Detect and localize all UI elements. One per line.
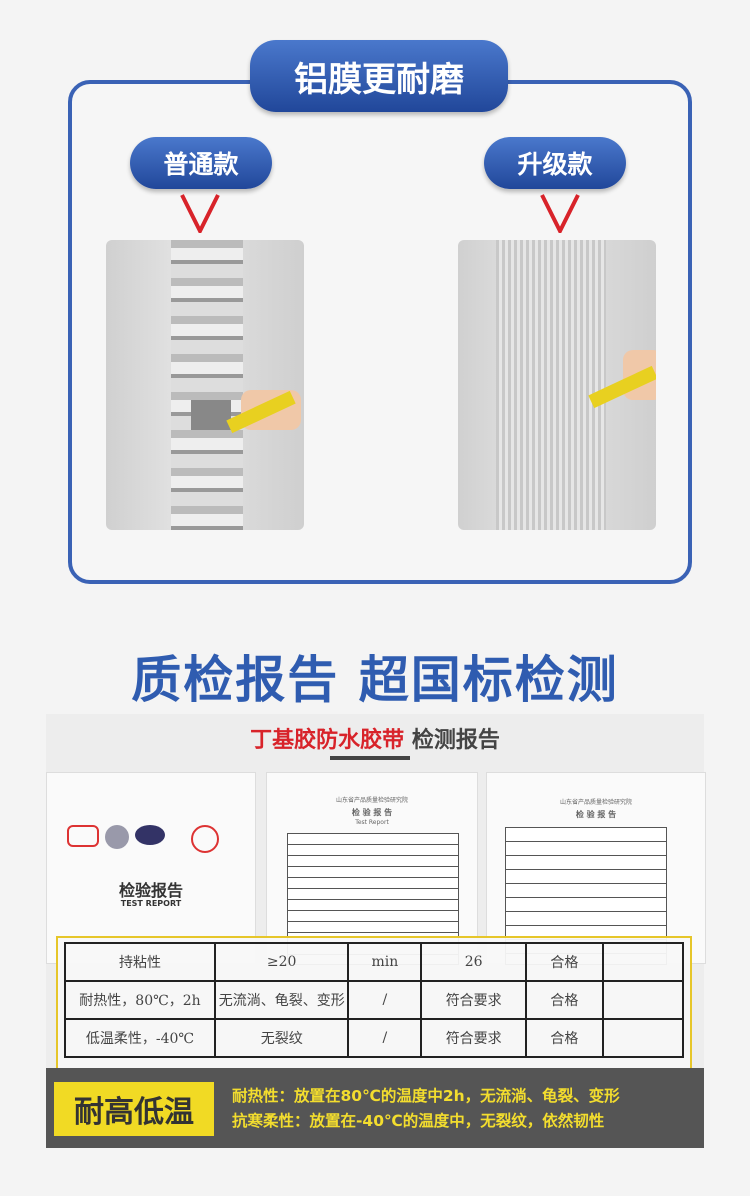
doc-title: 检 验 报 告 — [351, 808, 393, 817]
banner-text: 耐热性：放置在80℃的温度中2h，无流淌、龟裂、变形 抗寒柔性：放置在-40℃的… — [232, 1084, 620, 1134]
doc-title: 检 验 报 告 — [575, 810, 617, 819]
standard-label: 普通款 — [130, 137, 272, 189]
table-cell: 符合要求 — [420, 980, 528, 1020]
table-cell: 合格 — [525, 942, 604, 982]
doc-title: 检验报告 — [118, 881, 183, 900]
heat-resistance-text: 耐热性：放置在80℃的温度中2h，无流淌、龟裂、变形 — [232, 1087, 620, 1105]
table-cell: 符合要求 — [420, 1018, 528, 1058]
doc-org: 山东省产品质量检验研究院 — [559, 799, 632, 806]
table-cell: min — [347, 942, 423, 982]
section-title: 铝膜更耐磨 — [250, 40, 508, 112]
table-cell: / — [347, 980, 423, 1020]
cold-resistance-text: 抗寒柔性：放置在-40℃的温度中，无裂纹，依然韧性 — [232, 1112, 605, 1130]
standard-tape-photo — [106, 240, 304, 530]
table-cell: 26 — [420, 942, 528, 982]
table-cell — [601, 942, 685, 982]
banner-label: 耐高低温 — [54, 1082, 214, 1136]
down-check-icon — [180, 194, 220, 233]
upgraded-tape-photo — [458, 240, 656, 530]
table-cell: ≥20 — [213, 942, 350, 982]
title-underline — [330, 756, 410, 760]
cert-logos — [67, 825, 219, 853]
table-cell: 无流淌、龟裂、变形 — [213, 980, 350, 1020]
doc-org: 山东省产品质量检验研究院 — [335, 797, 408, 804]
table-cell: 合格 — [525, 980, 604, 1020]
report-title: 丁基胶防水胶带 检测报告 — [250, 728, 500, 753]
table-cell — [601, 1018, 685, 1058]
doc-subtitle: Test Report — [355, 819, 389, 826]
doc-subtitle: TEST REPORT — [120, 899, 182, 908]
temperature-banner: 耐高低温 耐热性：放置在80℃的温度中2h，无流淌、龟裂、变形 抗寒柔性：放置在… — [46, 1068, 704, 1148]
down-check-icon — [540, 194, 580, 233]
table-cell: 持粘性 — [64, 942, 216, 982]
table-cell: 耐热性，80℃，2h — [64, 980, 216, 1020]
table-cell: 无裂纹 — [213, 1018, 350, 1058]
upgraded-label: 升级款 — [484, 137, 626, 189]
report-cover: 检验报告 TEST REPORT — [46, 772, 256, 964]
quality-heading: 质检报告 超国标检测 — [131, 651, 619, 709]
table-cell: 合格 — [525, 1018, 604, 1058]
report-panel: 丁基胶防水胶带 检测报告 检验报告 TEST REPORT 山东省产品质量检验研… — [46, 714, 706, 1148]
table-cell — [601, 980, 685, 1020]
table-cell: 低温柔性，-40℃ — [64, 1018, 216, 1058]
table-cell: / — [347, 1018, 423, 1058]
